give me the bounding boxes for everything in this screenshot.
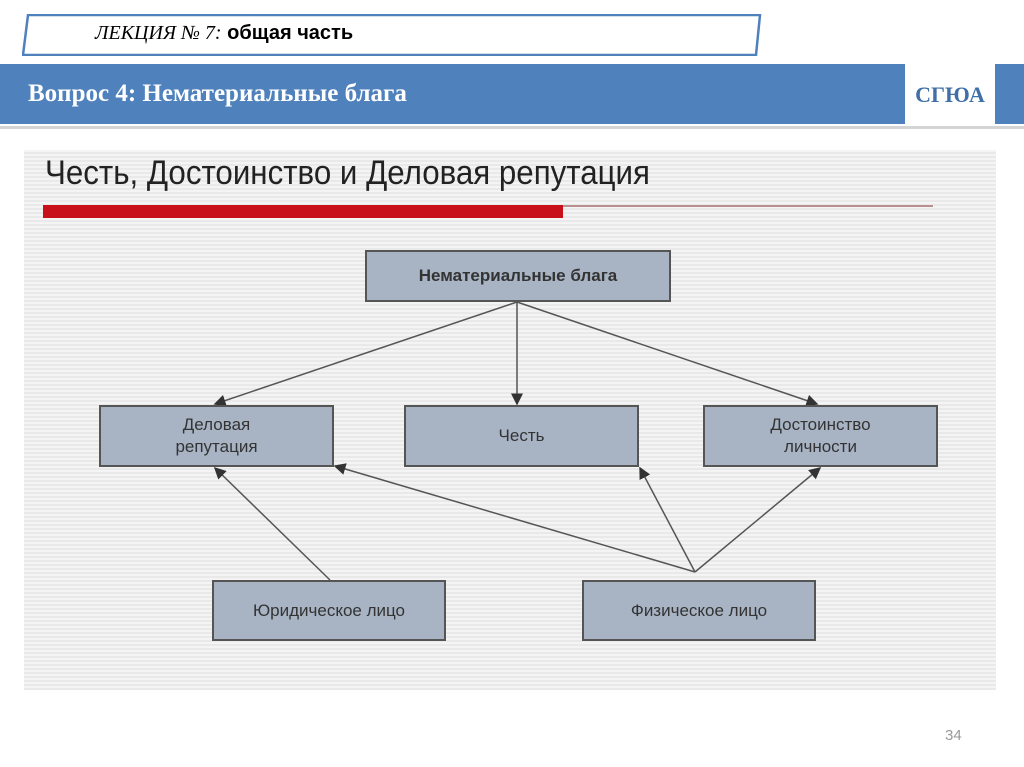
node-business-reputation: Деловая репутация	[99, 405, 334, 467]
lecture-label: ЛЕКЦИЯ № 7: общая часть	[95, 22, 354, 44]
node-dignity: Достоинство личности	[703, 405, 938, 467]
arrow-root-dignity	[516, 301, 819, 407]
lecture-frame	[22, 14, 762, 56]
logo-text: СГЮА	[915, 82, 985, 107]
question-title: Вопрос 4: Нематериальные блага	[28, 80, 407, 107]
page-number: 34	[945, 727, 962, 744]
arrow-person-reputation	[333, 463, 696, 573]
divider	[0, 126, 1024, 129]
arrow-person-dignity	[694, 467, 822, 573]
node-honor: Честь	[404, 405, 639, 467]
arrow-root-reputation	[213, 301, 518, 407]
node-root: Нематериальные блага	[365, 250, 671, 302]
red-accent-bar	[43, 205, 563, 218]
logo: СГЮА	[905, 64, 995, 124]
title-bar	[0, 64, 1024, 124]
slide-title: Честь, Достоинство и Деловая репутация	[45, 154, 650, 192]
node-legal-entity: Юридическое лицо	[212, 580, 446, 641]
arrow-legal-reputation	[213, 466, 331, 581]
arrow-person-honor	[639, 466, 696, 573]
accent-line	[563, 205, 933, 207]
node-natural-person: Физическое лицо	[582, 580, 816, 641]
